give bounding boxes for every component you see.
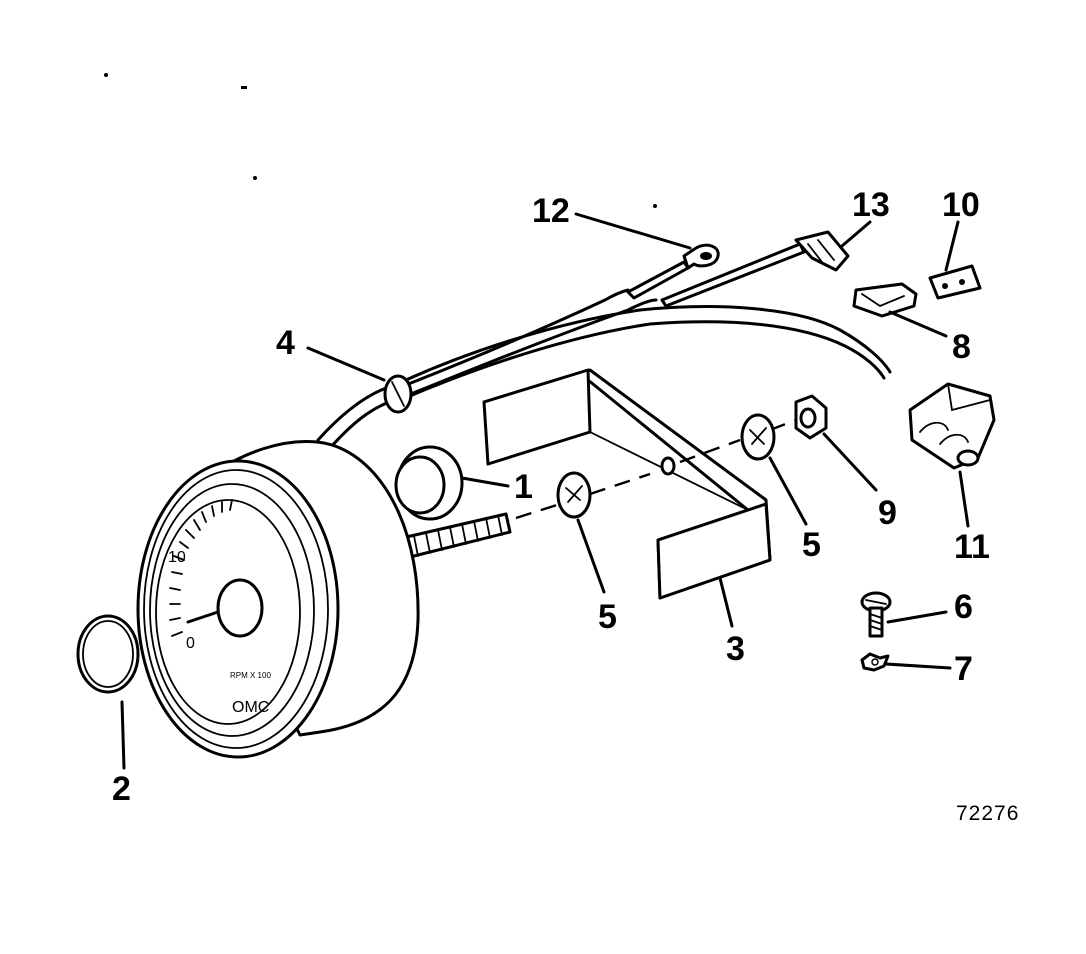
dial-mark-0: 0 (186, 635, 195, 652)
mounting-axis-line (515, 418, 797, 520)
callout-5a: 5 (598, 598, 617, 636)
callout-5b: 5 (802, 526, 821, 564)
part-1-bushing (394, 445, 464, 521)
part-4-grommet (383, 374, 413, 414)
part-6-screw (860, 591, 892, 638)
part-12-ring-terminal (682, 243, 720, 270)
callout-12: 12 (532, 192, 570, 230)
callout-7: 7 (954, 650, 973, 688)
callout-10: 10 (942, 186, 980, 224)
tachometer: 10 0 RPM X 100 OMC (136, 440, 420, 759)
callout-11: 11 (954, 528, 990, 566)
dial-mark-10: 10 (168, 549, 186, 566)
speck-marks (104, 73, 657, 208)
dial-brand: OMC (232, 699, 269, 716)
part-13-connector (794, 230, 850, 272)
part-10-clip (928, 264, 982, 300)
part-11-connector-block (908, 382, 996, 470)
figure-number: 72276 (956, 802, 1019, 825)
callout-9: 9 (878, 494, 897, 532)
dial-tick-marks (169, 499, 233, 637)
part-3-bracket (482, 368, 772, 600)
callout-13: 13 (852, 186, 890, 224)
part-5-lock-washer-a (556, 471, 592, 519)
part-5-lock-washer-b (740, 413, 776, 461)
part-8-terminal (852, 282, 918, 318)
dial-scale-label: RPM X 100 (230, 671, 271, 680)
part-9-hex-nut (794, 394, 828, 440)
callout-8: 8 (952, 328, 971, 366)
callout-3: 3 (726, 630, 745, 668)
callout-1: 1 (514, 468, 533, 506)
callout-2: 2 (112, 770, 131, 808)
callout-4: 4 (276, 324, 295, 362)
part-7-lock-washer (860, 652, 890, 672)
part-2-lens (76, 614, 140, 694)
callout-6: 6 (954, 588, 973, 626)
leader-lines (120, 212, 970, 770)
mounting-stud (400, 512, 512, 560)
